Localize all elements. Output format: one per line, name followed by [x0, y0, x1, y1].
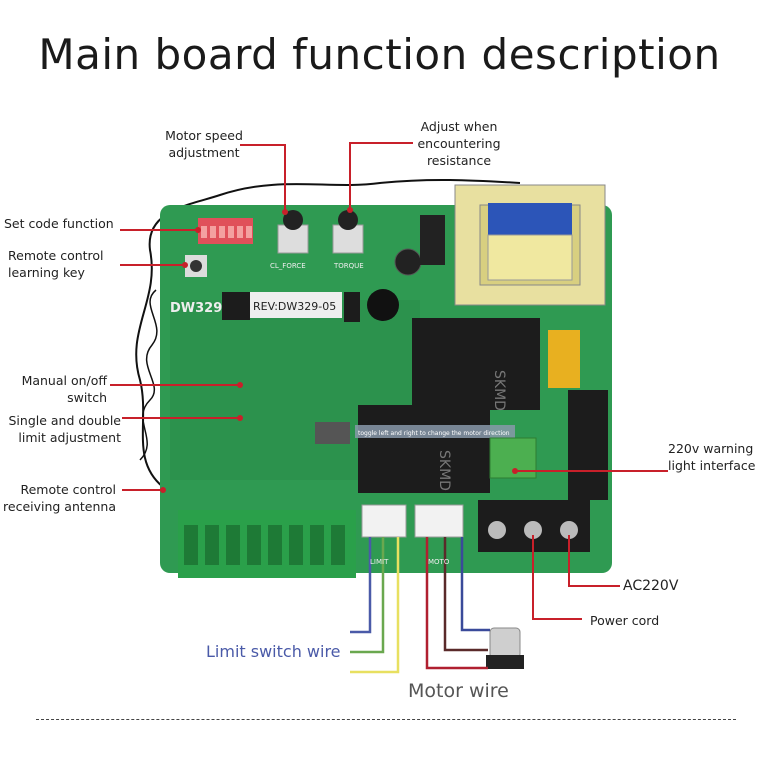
motor-base — [486, 655, 524, 669]
power-screw-1 — [488, 521, 506, 539]
limit-wire-yellow — [350, 537, 400, 674]
motor-wire-dark — [443, 537, 488, 652]
board-model-text: DW329 — [170, 301, 222, 316]
terminal-block-slots — [184, 525, 345, 565]
transformer-coil — [488, 203, 572, 235]
moto-connector — [414, 504, 464, 538]
motor-body — [489, 627, 521, 659]
relay-top — [412, 318, 540, 410]
learning-key-cap — [190, 260, 202, 272]
label-manual-switch: Manual on/off switch — [21, 373, 107, 405]
pot-torque-knob — [338, 210, 358, 230]
ic-chip-2 — [344, 292, 360, 322]
board-moto-text: MOTO — [428, 558, 450, 566]
dip-switch — [198, 218, 253, 244]
motor-wire-red — [425, 537, 488, 670]
rev-label-plate — [250, 292, 342, 318]
relay-top-text: SKMD — [491, 370, 507, 411]
toggle-note-text: toggle left and right to change the moto… — [358, 430, 510, 437]
relay-bottom-text: SKMD — [436, 450, 452, 491]
mosfet-row — [420, 215, 445, 265]
label-motor-wire: Motor wire — [408, 680, 509, 702]
yellow-capacitor — [548, 330, 580, 388]
board-limit-text: LIMIT — [370, 558, 389, 566]
motor-wire-blue — [460, 537, 490, 632]
fuse-block — [568, 390, 608, 500]
label-learning-key: Remote control learning key — [8, 248, 104, 280]
page-title: Main board function description — [38, 30, 721, 79]
pointer-motor-speed — [240, 144, 286, 212]
toggle-note-bg — [355, 425, 515, 438]
board-torque-text: TORQUE — [333, 262, 364, 270]
board-cl-force-text: CL_FORCE — [270, 262, 306, 270]
label-adjust-resistance: Adjust when encountering resistance — [417, 119, 501, 168]
label-warning-light: 220v warning light interface — [668, 441, 756, 473]
label-limit-wire: Limit switch wire — [206, 642, 341, 661]
direction-slide-switch — [315, 422, 350, 444]
pointer-adjust-resistance — [349, 142, 413, 210]
ic-chip — [222, 292, 250, 320]
limit-connector — [361, 504, 407, 538]
pot-speed-knob — [283, 210, 303, 230]
limit-wire-green — [350, 537, 385, 654]
label-power-cord: Power cord — [590, 613, 660, 628]
label-motor-speed: Motor speed adjustment — [165, 128, 243, 160]
antenna-wire-coil — [139, 289, 158, 461]
pointer-power-cord — [532, 535, 582, 620]
label-limit-adjust: Single and double limit adjustment — [8, 413, 122, 445]
pointer-lines — [110, 142, 668, 620]
power-screw-2 — [524, 521, 542, 539]
dashed-divider — [36, 719, 736, 720]
label-ac220: AC220V — [623, 578, 679, 594]
label-set-code: Set code function — [4, 216, 114, 231]
power-screw-3 — [560, 521, 578, 539]
buzzer — [367, 289, 399, 321]
pointer-ac220 — [568, 535, 620, 587]
transformer-bobbin — [487, 234, 573, 281]
pointer-dots — [160, 207, 518, 493]
dip-switch-levers — [201, 226, 252, 238]
capacitor — [394, 248, 422, 276]
label-antenna: Remote control receiving antenna — [3, 482, 116, 514]
terminal-block-green — [178, 510, 356, 578]
relay-bottom — [358, 405, 490, 493]
board-rev-text: REV:DW329-05 — [253, 300, 336, 313]
limit-wire-blue — [350, 537, 372, 634]
